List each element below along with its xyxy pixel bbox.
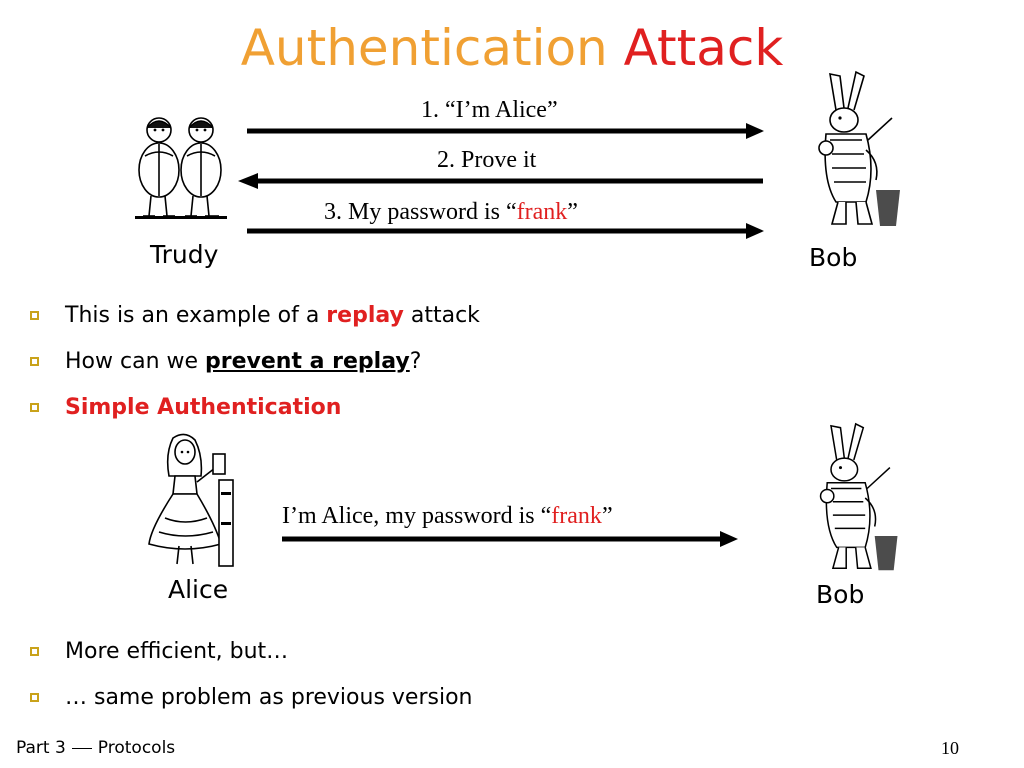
bullet-square-icon	[30, 310, 39, 320]
footer-part: Part 3	[16, 738, 66, 758]
trudy-illustration	[135, 112, 227, 224]
message-prefix: I’m Alice, my password is “	[282, 503, 552, 529]
bullet-text: This is an example of a replay attack	[65, 302, 480, 328]
message-3-suffix: ”	[567, 199, 578, 225]
bullet-prevent-replay: How can we prevent a replay?	[30, 346, 421, 376]
message-simple-auth: I’m Alice, my password is “frank”	[282, 502, 613, 530]
bullet-text: Simple Authentication	[65, 394, 342, 420]
message-3: 3. My password is “frank”	[324, 198, 578, 226]
bullet-square-icon	[30, 646, 39, 656]
actor-label-alice: Alice	[168, 575, 229, 604]
arrow-left-msg2	[238, 173, 763, 189]
message-password: frank	[551, 503, 602, 529]
title-word-attack: Attack	[623, 19, 784, 77]
emphasis-replay: replay	[326, 302, 404, 328]
message-2: 2. Prove it	[437, 147, 537, 173]
arrow-right-msg1	[247, 123, 764, 139]
bullet-square-icon	[30, 692, 39, 702]
title-word-authentication: Authentication	[240, 19, 608, 77]
message-suffix: ”	[601, 503, 613, 529]
bullet-same-problem: … same problem as previous version	[30, 682, 472, 712]
arrows-diagram-1	[238, 123, 764, 239]
message-3-password: frank	[516, 199, 568, 225]
message-1: 1. “I’m Alice”	[421, 97, 558, 123]
footer-topic: Protocols	[97, 738, 176, 758]
actor-label-bob-bottom: Bob	[816, 580, 865, 609]
bob-illustration-top	[818, 70, 900, 226]
bullet-simple-authentication: Simple Authentication	[30, 392, 341, 422]
actor-label-trudy: Trudy	[150, 240, 219, 269]
page-number: 10	[941, 738, 959, 758]
bullet-square-icon	[30, 356, 39, 366]
message-3-prefix: 3. My password is “	[324, 199, 517, 225]
bullet-text: More efficient, but…	[65, 638, 289, 664]
arrow-right-msg3	[247, 223, 764, 239]
bob-illustration-bottom	[819, 422, 898, 571]
alice-illustration	[148, 433, 234, 567]
bullet-more-efficient: More efficient, but…	[30, 636, 288, 666]
actor-label-bob-top: Bob	[809, 243, 858, 272]
arrow-diagram-2	[282, 531, 738, 547]
bullet-text: How can we prevent a replay?	[65, 348, 422, 374]
footer-dash	[71, 747, 92, 749]
slide-title: Authentication Attack	[0, 18, 1024, 78]
emphasis-prevent-replay: prevent a replay	[205, 348, 410, 374]
bullet-replay-example: This is an example of a replay attack	[30, 300, 480, 330]
footer-section: Part 3 Protocols	[16, 736, 175, 760]
bullet-text: … same problem as previous version	[65, 684, 473, 710]
bullet-square-icon	[30, 402, 39, 412]
